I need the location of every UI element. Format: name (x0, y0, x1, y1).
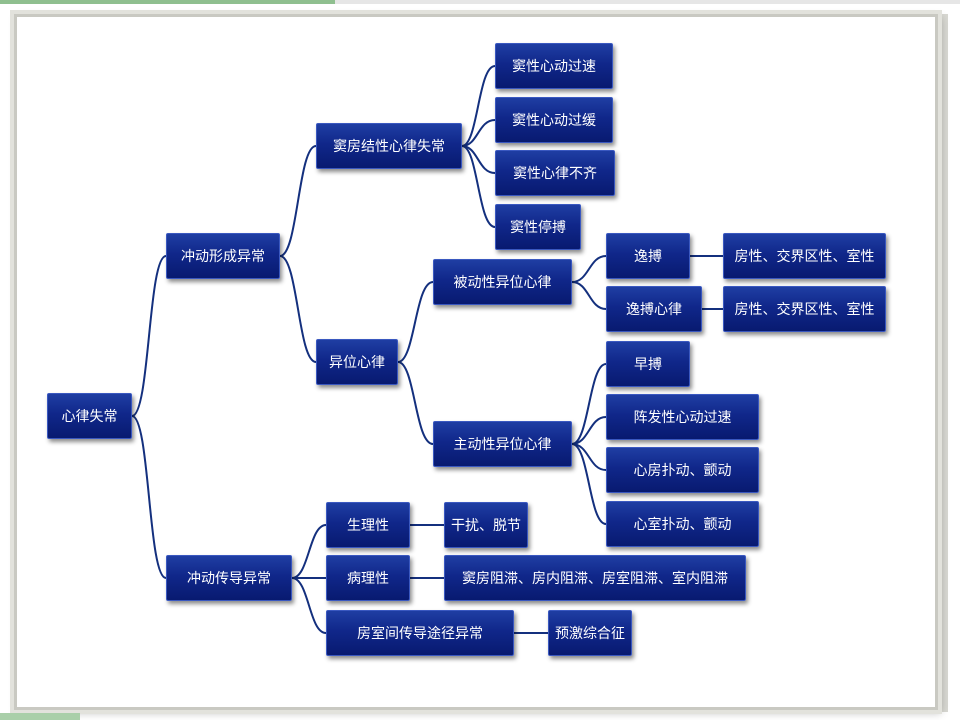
node-escape-beat: 逸搏 (606, 233, 690, 279)
node-impulse-formation: 冲动形成异常 (166, 233, 280, 279)
top-accent-bar-light (335, 0, 960, 4)
node-impulse-conduction: 冲动传导异常 (166, 555, 292, 601)
node-active-ectopic: 主动性异位心律 (433, 421, 572, 467)
node-physiological: 生理性 (326, 502, 410, 548)
node-atrial-flutter-fibrillation: 心房扑动、颤动 (606, 447, 759, 493)
link-passive-escape-rhythm (571, 281, 607, 310)
top-accent-bar (0, 0, 335, 4)
node-interference-dissociation: 干扰、脱节 (444, 502, 528, 548)
node-sinus-arrest: 窦性停搏 (495, 204, 581, 250)
link-ectopic-passive (397, 281, 434, 363)
node-sinus-arrhythmia-group: 窦房结性心律失常 (316, 123, 462, 169)
link-cond-avpath (291, 577, 327, 634)
link-root-form (131, 255, 167, 417)
node-escape-rhythm-origin: 房性、交界区性、室性 (723, 286, 886, 332)
node-av-accessory-pathway: 房室间传导途径异常 (326, 610, 514, 656)
node-escape-beat-origin: 房性、交界区性、室性 (723, 233, 886, 279)
node-escape-rhythm: 逸搏心律 (606, 286, 702, 332)
node-ectopic-rhythm: 异位心律 (316, 339, 398, 385)
link-form-ectopic (279, 255, 317, 363)
link-active-vf (571, 443, 607, 525)
link-form-sinus (279, 145, 317, 257)
node-sinus-bradycardia: 窦性心动过缓 (495, 97, 613, 143)
link-active-premature (571, 363, 607, 445)
link-sinus-tachy (461, 65, 496, 147)
node-premature-beat: 早搏 (606, 341, 690, 387)
node-passive-ectopic: 被动性异位心律 (433, 259, 572, 305)
link-ectopic-active (397, 361, 434, 445)
node-conduction-blocks: 窦房阻滞、房内阻滞、房室阻滞、室内阻滞 (444, 555, 746, 601)
link-sinus-arrest (461, 145, 496, 228)
bottom-accent-bar (0, 713, 80, 720)
link-root-cond (131, 415, 167, 579)
node-pathological: 病理性 (326, 555, 410, 601)
node-root: 心律失常 (47, 393, 132, 439)
link-sinus-brady (461, 119, 496, 147)
frame-shadow-right (936, 14, 948, 710)
link-passive-escape (571, 255, 607, 283)
link-active-psvt (571, 416, 607, 445)
node-sinus-tachycardia: 窦性心动过速 (495, 43, 613, 89)
node-paroxysmal-tachycardia: 阵发性心动过速 (606, 394, 759, 440)
node-ventricular-flutter-fibrillation: 心室扑动、颤动 (606, 501, 759, 547)
node-sinus-arrhythmia: 窦性心律不齐 (495, 150, 615, 196)
node-preexcitation-syndrome: 预激综合征 (548, 610, 632, 656)
link-cond-physio (291, 524, 327, 579)
